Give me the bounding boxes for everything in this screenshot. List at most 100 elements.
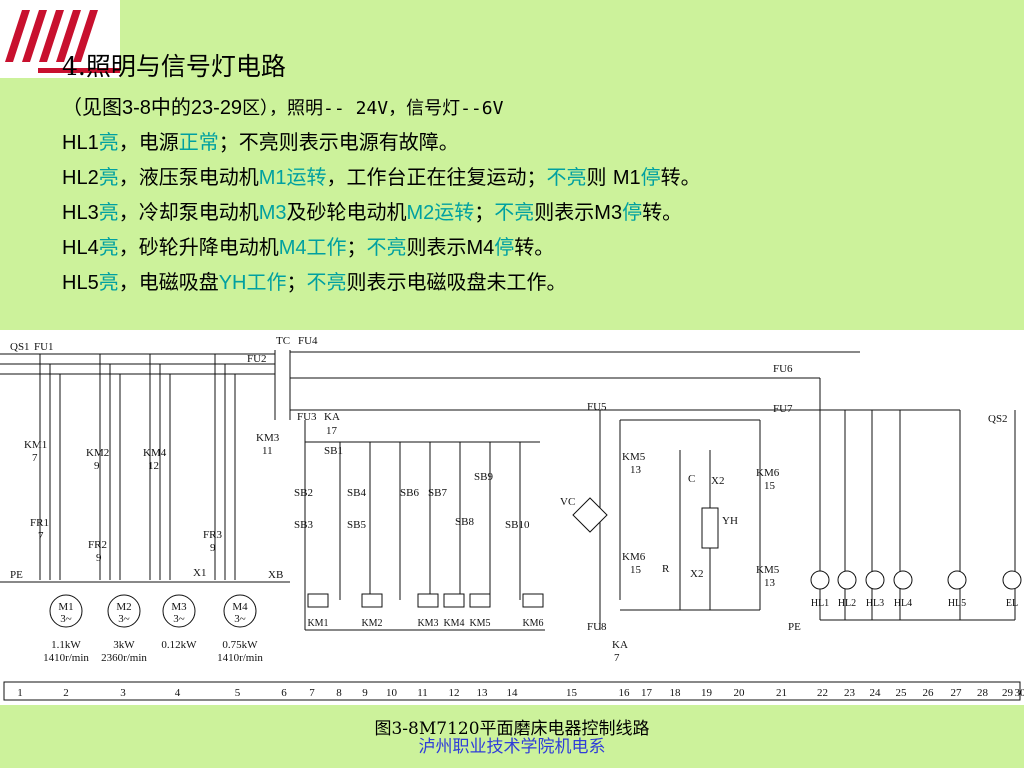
highlight: 工作: [306, 235, 347, 259]
text: ，电源: [118, 130, 179, 154]
label-qs2: QS2: [988, 413, 1008, 425]
label-km3: KM3: [256, 432, 280, 444]
text: 及砂轮电动机: [286, 200, 407, 224]
subtitle-line: （见图3-8中的23-29区），照明-- 24V，信号灯--6V: [62, 90, 701, 125]
label-km5a-num: 13: [630, 464, 642, 476]
zone-number: 5: [235, 687, 241, 699]
label-fr3: FR3: [203, 529, 222, 541]
label-km5a: KM5: [622, 451, 646, 463]
lamp-name: HL1: [62, 132, 99, 154]
label-pe: PE: [10, 569, 23, 581]
zone-number: 30: [1015, 687, 1024, 699]
label-km5b: KM5: [756, 564, 780, 576]
chuck-name: YH: [218, 272, 247, 294]
zone-number: 15: [566, 687, 578, 699]
text: 转。: [514, 235, 555, 259]
label-sb7: SB7: [428, 487, 447, 499]
motor-name: M4: [278, 237, 307, 259]
lamp-name: HL2: [62, 167, 99, 189]
highlight: 停: [494, 235, 515, 259]
footer-text: 泸州职业技术学院机电系: [418, 737, 606, 757]
logo-mark: [5, 10, 98, 62]
zone-number: 24: [870, 687, 882, 699]
label-fu3: FU3: [297, 411, 317, 423]
label-xb: XB: [268, 569, 283, 581]
label-sb1: SB1: [324, 445, 343, 457]
coil-label: KM2: [361, 618, 382, 629]
motor-name: M1: [58, 601, 73, 613]
lamp-label: HL3: [866, 598, 884, 609]
section-heading: 4.照明与信号灯电路: [62, 52, 286, 81]
zone-number: 29: [1002, 687, 1014, 699]
zone-number: 7: [309, 687, 315, 699]
lamp-name: HL3: [62, 202, 99, 224]
label-fr1: FR1: [30, 517, 49, 529]
lamp-name: HL5: [62, 272, 99, 294]
label-km1-num: 7: [32, 452, 38, 464]
text: ；: [346, 235, 367, 259]
motor-name: M3: [594, 202, 623, 224]
hl1-line: HL1亮，电源正常；不亮则表示电源有故障。: [62, 125, 701, 160]
zone-number: 28: [977, 687, 989, 699]
text: 转。: [660, 165, 701, 189]
motor-power: 3kW: [113, 639, 135, 651]
text: 则表示电磁吸盘未工作。: [346, 270, 567, 294]
label-fr2: FR2: [88, 539, 107, 551]
highlight: 运转: [286, 165, 327, 189]
lamp-off: 不亮: [546, 165, 587, 189]
text: ；: [474, 200, 495, 224]
label-km5b-num: 13: [764, 577, 776, 589]
label-ka2: KA: [612, 639, 628, 651]
zone-number: 13: [477, 687, 489, 699]
motor-phase: 3~: [173, 613, 185, 625]
label-km6b-num: 15: [764, 480, 776, 492]
lamp-off: 不亮: [366, 235, 407, 259]
lamp-label: HL5: [948, 598, 966, 609]
zone-number: 2: [63, 687, 69, 699]
zone-number: 1: [17, 687, 23, 699]
zone-number: 19: [701, 687, 713, 699]
text: ，冷却泵电动机: [118, 200, 259, 224]
zone-number: 25: [896, 687, 908, 699]
label-x2: X2: [711, 475, 724, 487]
label-sb5: SB5: [347, 519, 366, 531]
zone-number: 27: [951, 687, 963, 699]
zone-number: 10: [386, 687, 398, 699]
text: ，液压泵电动机: [118, 165, 259, 189]
text: 则表示: [534, 200, 595, 224]
text: ，电磁吸盘: [118, 270, 219, 294]
label-km6a-num: 15: [630, 564, 642, 576]
motor-speed: 1410r/min: [217, 652, 263, 664]
lamp-name: HL4: [62, 237, 99, 259]
lamp-label: HL2: [838, 598, 856, 609]
motor-power: 0.12kW: [161, 639, 197, 651]
zone-number: 8: [336, 687, 342, 699]
motor-name: M4: [466, 237, 495, 259]
text: ，砂轮升降电动机: [118, 235, 279, 259]
subtitle-part: （见图: [62, 95, 122, 119]
zone-number: 21: [776, 687, 787, 699]
label-km1: KM1: [24, 439, 47, 451]
label-fr1-num: 7: [38, 530, 44, 542]
subtitle-voltage: 区），照明-- 24V，信号灯--6V: [242, 98, 504, 119]
label-ka: KA: [324, 411, 340, 423]
zone-number: 6: [281, 687, 287, 699]
zone-number: 9: [362, 687, 368, 699]
motor-phase: 3~: [234, 613, 246, 625]
label-km2-num: 9: [94, 460, 100, 472]
label-sb2: SB2: [294, 487, 313, 499]
circuit-svg: QS1 FU1 TC FU4 FU2 FU3 KA 17 SB1 SB2 SB3…: [0, 335, 1024, 701]
logo: [0, 0, 120, 78]
motor-name: M2: [116, 601, 131, 613]
label-fu2: FU2: [247, 353, 267, 365]
highlight: 停: [622, 200, 643, 224]
motor-name: M1: [612, 167, 641, 189]
lamp-on: 亮: [98, 130, 119, 154]
text: ，工作台正在往复运动；: [326, 165, 547, 189]
lamp-off: 不亮: [306, 270, 347, 294]
label-sb3: SB3: [294, 519, 313, 531]
label-sb8: SB8: [455, 516, 474, 528]
zone-number: 12: [449, 687, 460, 699]
highlight: 正常: [178, 130, 219, 154]
label-qs1: QS1: [10, 341, 30, 353]
